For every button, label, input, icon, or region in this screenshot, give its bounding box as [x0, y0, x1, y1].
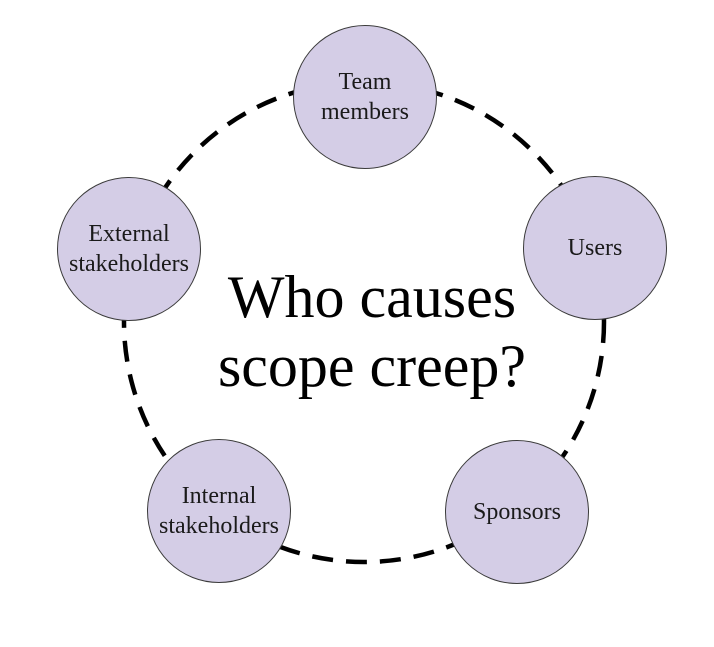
node-external-stakeholders-label: External stakeholders [69, 221, 189, 277]
node-sponsors: Sponsors [445, 440, 589, 584]
node-team-members: Team members [293, 25, 437, 169]
node-users-label: Users [567, 235, 623, 261]
node-users: Users [523, 176, 667, 320]
node-sponsors-label: Sponsors [472, 499, 562, 525]
node-team-members-label: Team members [321, 69, 409, 125]
node-internal-stakeholders-label: Internal stakeholders [159, 483, 279, 539]
node-external-stakeholders: External stakeholders [57, 177, 201, 321]
diagram-title: Who causes scope creep? [217, 264, 527, 399]
node-internal-stakeholders: Internal stakeholders [147, 439, 291, 583]
